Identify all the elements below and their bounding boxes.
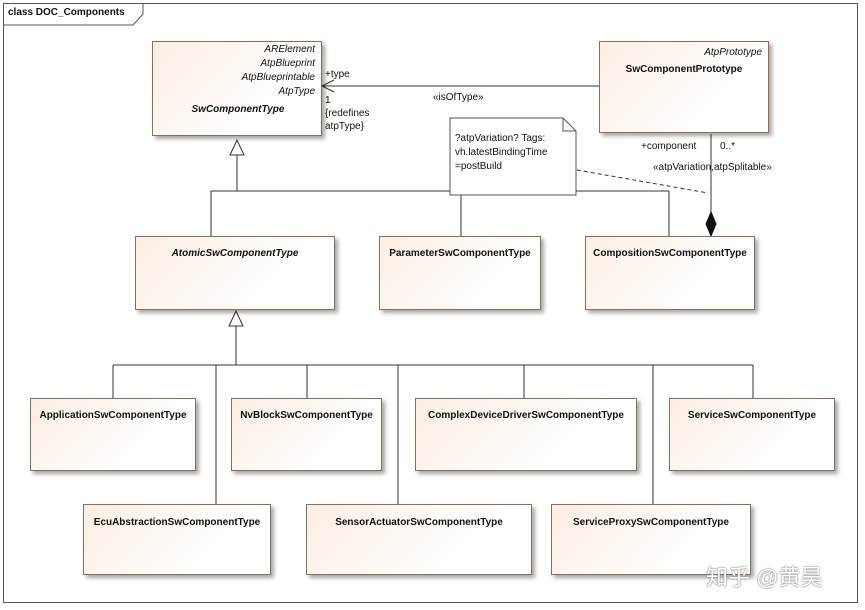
redefines-label-line1: {redefines (325, 108, 370, 119)
class-ecu-abstraction-sw-component-type[interactable]: EcuAbstractionSwComponentType (83, 504, 271, 575)
frame-title-tab-outline (3, 3, 144, 26)
note-line-3: =postBuild (455, 161, 502, 172)
class-name: ComplexDeviceDriverSwComponentType (428, 410, 624, 421)
class-name: ServiceSwComponentType (687, 410, 817, 421)
stereotype-atp-blueprintable: AtpBlueprintable (241, 72, 315, 83)
note-line-1: ?atpVariation? Tags: (455, 133, 546, 144)
class-name: CompositionSwComponentType (593, 248, 747, 259)
class-name: AtomicSwComponentType (171, 248, 299, 259)
class-name: ParameterSwComponentType (389, 248, 531, 259)
class-sw-component-prototype[interactable]: AtpPrototype SwComponentPrototype (599, 41, 769, 133)
note-line-2: vh.latestBindingTime (455, 147, 548, 158)
class-name: ApplicationSwComponentType (39, 410, 187, 421)
frame-title: class DOC_Components (8, 7, 125, 18)
note-fold (562, 118, 576, 132)
association-arrowhead (320, 79, 335, 93)
class-application-sw-component-type[interactable]: ApplicationSwComponentType (30, 398, 196, 471)
class-service-proxy-sw-component-type[interactable]: ServiceProxySwComponentType (551, 504, 751, 575)
class-parameter-sw-component-type[interactable]: ParameterSwComponentType (379, 236, 541, 310)
class-service-sw-component-type[interactable]: ServiceSwComponentType (669, 398, 835, 471)
class-name: EcuAbstractionSwComponentType (93, 517, 261, 528)
type-role-label: +type (325, 69, 350, 80)
note-anchor-line (576, 169, 709, 194)
class-name: SensorActuatorSwComponentType (335, 517, 503, 528)
is-of-type-stereotype-label: «isOfType» (433, 92, 484, 103)
class-complex-device-driver-sw-component-type[interactable]: ComplexDeviceDriverSwComponentType (415, 398, 637, 471)
stereotype-atp-blueprint: AtpBlueprint (260, 58, 315, 69)
class-name: SwComponentType (191, 104, 285, 115)
class-atomic-sw-component-type[interactable]: AtomicSwComponentType (135, 236, 335, 310)
class-composition-sw-component-type[interactable]: CompositionSwComponentType (585, 236, 755, 310)
stereotype-ar-element: ARElement (264, 44, 315, 55)
class-nvblock-sw-component-type[interactable]: NvBlockSwComponentType (231, 398, 382, 471)
class-sw-component-type[interactable]: ARElement AtpBlueprint AtpBlueprintable … (152, 41, 322, 136)
component-multiplicity-label: 0..* (720, 141, 736, 152)
redefines-label-line2: atpType} (325, 121, 364, 132)
stereotype-atp-type: AtpType (278, 86, 316, 97)
class-name: NvBlockSwComponentType (240, 410, 373, 421)
generalization-triangle-top (229, 138, 245, 156)
component-role-label: +component (641, 141, 697, 152)
type-multiplicity-label: 1 (325, 95, 331, 106)
stereotype-atp-prototype: AtpPrototype (704, 47, 762, 58)
generalization-triangle-atomic (228, 309, 244, 327)
composition-diamond (705, 210, 717, 238)
note-shape (449, 117, 577, 196)
note-text: ?atpVariation? Tags: vh.latestBindingTim… (455, 132, 547, 174)
watermark: 知乎 @黄昊 (706, 565, 823, 590)
diagram-frame (3, 3, 858, 603)
atp-variation-stereotype-label: «atpVariation,atpSplitable» (653, 162, 772, 173)
class-name: ServiceProxySwComponentType (573, 517, 729, 528)
class-name: SwComponentPrototype (625, 64, 743, 75)
class-sensor-actuator-sw-component-type[interactable]: SensorActuatorSwComponentType (306, 504, 532, 575)
